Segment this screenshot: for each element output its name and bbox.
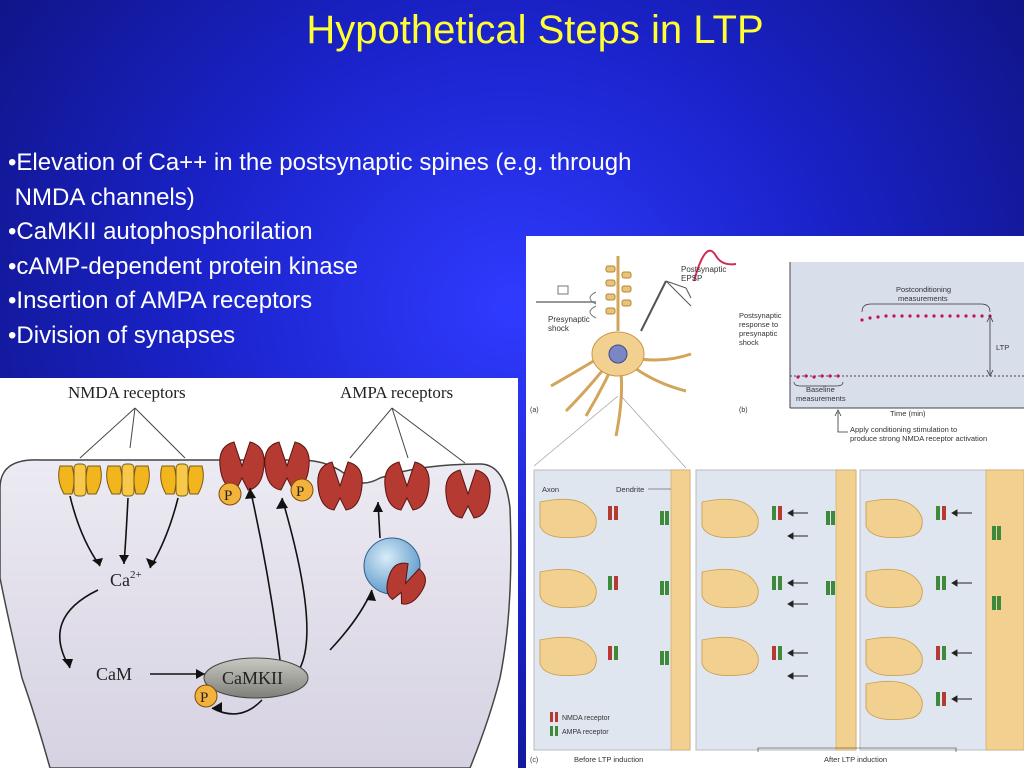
epsp-label: Postsynaptic (681, 265, 726, 274)
before-ltp-label: Before LTP induction (574, 755, 643, 764)
insertion-arrows (787, 509, 972, 703)
svg-text:P: P (224, 488, 232, 504)
ampa-receptor (317, 461, 363, 511)
response-label: shock (739, 338, 759, 347)
bullet-item: •Insertion of AMPA receptors (8, 287, 313, 314)
receptor-cluster (608, 506, 669, 665)
nmda-receptor (160, 463, 204, 497)
bullet-list: •Elevation of Ca++ in the postsynaptic s… (8, 146, 631, 353)
apply-stimulation-label: produce strong NMDA receptor activation (850, 434, 987, 443)
slide-title: Hypothetical Steps in LTP (306, 8, 764, 52)
panel-b-label: (b) (739, 407, 748, 414)
calmodulin-label: CaM (96, 664, 132, 684)
response-label: Postsynaptic (739, 311, 782, 320)
postcond-label: Postconditioning (896, 285, 951, 294)
postcond-label: measurements (898, 294, 948, 303)
calcium-label: Ca2+ (110, 569, 142, 590)
ampa-vesicle-icon (363, 537, 426, 605)
bullet-item: •Division of synapses (8, 321, 236, 349)
shock-label: Presynaptic (548, 315, 590, 324)
phosphate-icon: P (290, 478, 314, 502)
axon-label: Axon (542, 485, 559, 494)
bullet-item: •CaMKII autophosphorilation (8, 218, 313, 245)
pathway-arrows (59, 487, 381, 715)
spine-diagram-figure: NMDA receptors AMPA receptors (0, 378, 518, 768)
bullet-item: •Elevation of Ca++ in the postsynaptic s… (8, 149, 632, 176)
bullet-item: •cAMP-dependent protein kinase (8, 252, 358, 280)
ltp-experiment: Postsynaptic EPSP Presynaptic shock (a) … (530, 249, 1024, 764)
ltp-experiment-figure: Postsynaptic EPSP Presynaptic shock (a) … (526, 236, 1024, 768)
ampa-receptor (264, 441, 310, 491)
nmda-receptor (106, 463, 150, 497)
shock-label: shock (548, 324, 570, 333)
svg-text:P: P (200, 690, 208, 706)
phosphate-icon: P (194, 684, 218, 708)
ampa-receptor (445, 469, 491, 519)
neuron-illustration (536, 249, 737, 437)
epsp-label: EPSP (681, 274, 702, 283)
baseline-label: measurements (796, 394, 846, 403)
receptor-cluster (772, 506, 1001, 706)
svg-text:CaMKII: CaMKII (222, 668, 283, 688)
ltp-graph-panel (790, 262, 1024, 408)
nmda-receptors-label: NMDA receptors (68, 383, 186, 402)
ampa-legend-label: AMPA receptor (562, 729, 609, 736)
after-ltp-label: After LTP induction (824, 755, 887, 764)
nmda-receptor (58, 463, 102, 497)
panel-a-label: (a) (530, 407, 539, 414)
axon-boutons (539, 498, 923, 721)
time-axis-label: Time (min) (890, 409, 926, 418)
apply-stimulation-label: Apply conditioning stimulation to (850, 425, 957, 434)
bullet-item: NMDA channels) (8, 183, 195, 211)
camkii-enzyme: CaMKII (203, 657, 309, 699)
panel-c-label: (c) (530, 757, 538, 764)
ampa-receptors-label: AMPA receptors (340, 383, 453, 402)
arrowheads (62, 488, 383, 713)
svg-text:P: P (296, 484, 304, 500)
response-label: presynaptic (739, 329, 778, 338)
ltp-label: LTP (996, 343, 1009, 352)
receptor-legend: NMDA receptor AMPA receptor (550, 712, 611, 736)
ampa-receptor (384, 461, 430, 511)
baseline-dots (796, 374, 840, 379)
response-label: response to (739, 320, 778, 329)
postconditioning-dots (860, 314, 992, 322)
phosphate-icon: P (218, 482, 242, 506)
nmda-legend-label: NMDA receptor (562, 715, 611, 722)
baseline-label: Baseline (806, 385, 835, 394)
spine-membrane (0, 459, 512, 768)
spine-diagram: NMDA receptors AMPA receptors (0, 383, 512, 768)
dendrite-label: Dendrite (616, 485, 644, 494)
